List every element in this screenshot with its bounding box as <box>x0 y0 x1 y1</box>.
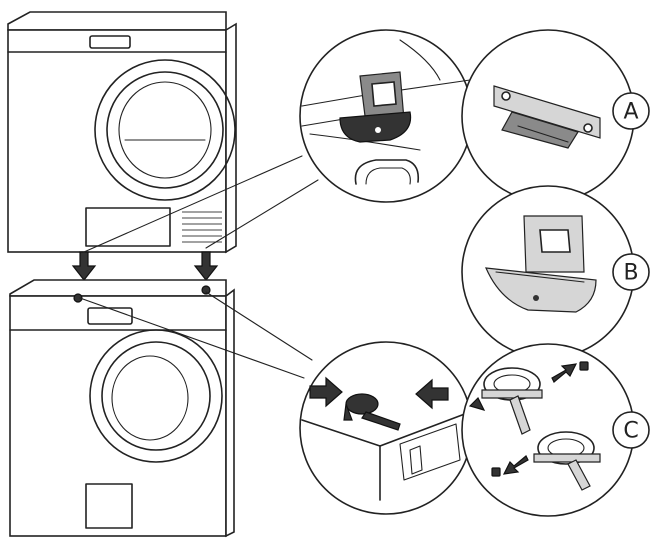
callout-b-letter: B <box>623 261 638 286</box>
part-bracket-a <box>461 29 635 203</box>
callout-c: C <box>612 411 650 449</box>
callout-c-letter: C <box>623 419 638 444</box>
down-arrow-icon <box>193 251 219 281</box>
screw-part <box>491 467 501 477</box>
left-arrow-icon <box>415 378 449 410</box>
callout-a: A <box>612 92 650 130</box>
zoom-guide-lines <box>79 155 319 379</box>
insert-arrow-icon <box>551 363 578 383</box>
dryer-filter-panel <box>85 207 171 247</box>
zoom-detail-bracket-installed <box>299 29 473 203</box>
dryer-drawer <box>89 35 131 49</box>
dryer-door <box>94 59 236 201</box>
callout-b: B <box>612 253 650 291</box>
zoom-detail-foot-clip <box>299 341 473 515</box>
mount-point-left <box>73 293 83 303</box>
mount-point-right <box>201 285 211 295</box>
washer-appliance <box>9 279 235 538</box>
callout-a-letter: A <box>623 100 638 125</box>
screw-part <box>579 361 589 371</box>
down-arrow-icon <box>71 251 97 281</box>
insert-arrow-icon <box>502 455 529 475</box>
washer-door <box>89 329 223 463</box>
washer-service-flap <box>85 483 133 529</box>
part-bracket-b <box>461 185 635 359</box>
part-foot-clips-c <box>461 343 635 517</box>
right-arrow-icon <box>309 376 343 408</box>
dryer-appliance <box>7 11 237 254</box>
dryer-vent-grille <box>182 211 222 243</box>
